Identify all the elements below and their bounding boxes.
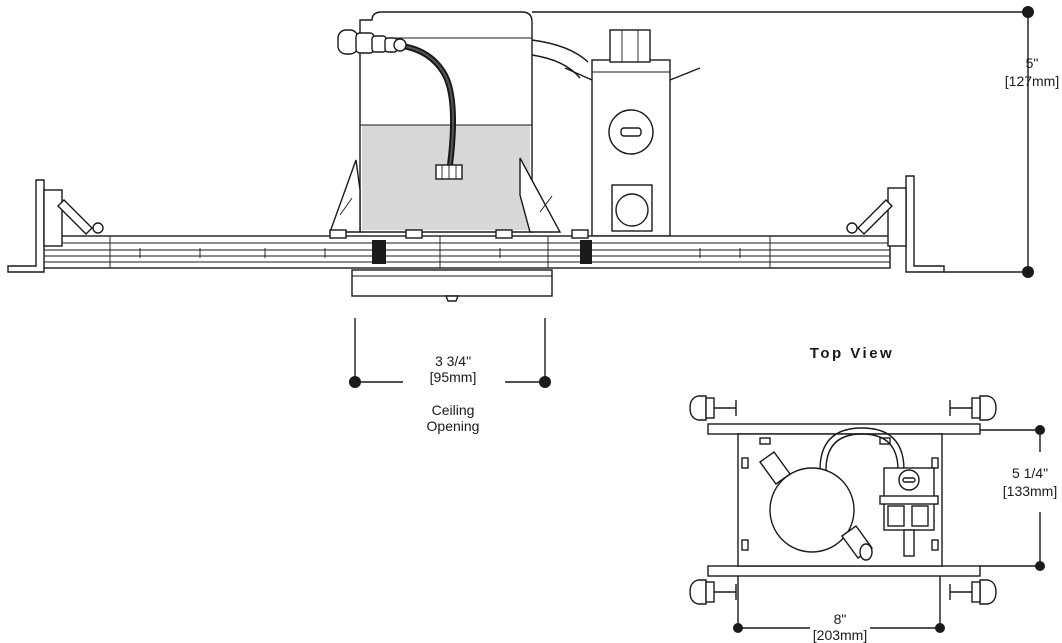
height-dim-mm: [127mm] — [1005, 73, 1059, 89]
clamp-icon — [949, 395, 997, 421]
opening-dim-mm: [95mm] — [430, 369, 477, 385]
clamp-icon — [689, 579, 737, 605]
height-dimension-line — [532, 6, 1034, 278]
dimension-end-marker — [935, 623, 945, 633]
opening-caption-line2: Opening — [427, 418, 480, 434]
side-view-fixture — [7, 11, 945, 302]
clamp-icon — [949, 579, 997, 605]
depth-dim-inches: 5 1/4" — [1012, 465, 1048, 481]
opening-caption-line1: Ceiling — [432, 402, 475, 418]
top-view-title: Top View — [810, 345, 894, 362]
width-dim-mm: [203mm] — [813, 627, 867, 643]
dimension-end-marker — [539, 376, 551, 388]
dimension-end-marker — [349, 376, 361, 388]
dimension-end-marker — [1022, 6, 1034, 18]
depth-dim-mm: [133mm] — [1003, 483, 1057, 499]
width-dimension-line — [733, 576, 945, 633]
cable-connector-icon — [337, 29, 407, 55]
top-view-fixture — [689, 395, 997, 605]
opening-dimension-line — [349, 318, 551, 388]
width-dim-inches: 8" — [834, 611, 847, 627]
dimension-end-marker — [733, 623, 743, 633]
height-dim-inches: 5" — [1026, 55, 1039, 71]
dimension-end-marker — [1022, 266, 1034, 278]
opening-dim-inches: 3 3/4" — [435, 353, 471, 369]
dimension-end-marker — [1035, 425, 1045, 435]
dimension-end-marker — [1035, 561, 1045, 571]
clamp-icon — [689, 395, 737, 421]
depth-dimension-line — [980, 425, 1045, 571]
